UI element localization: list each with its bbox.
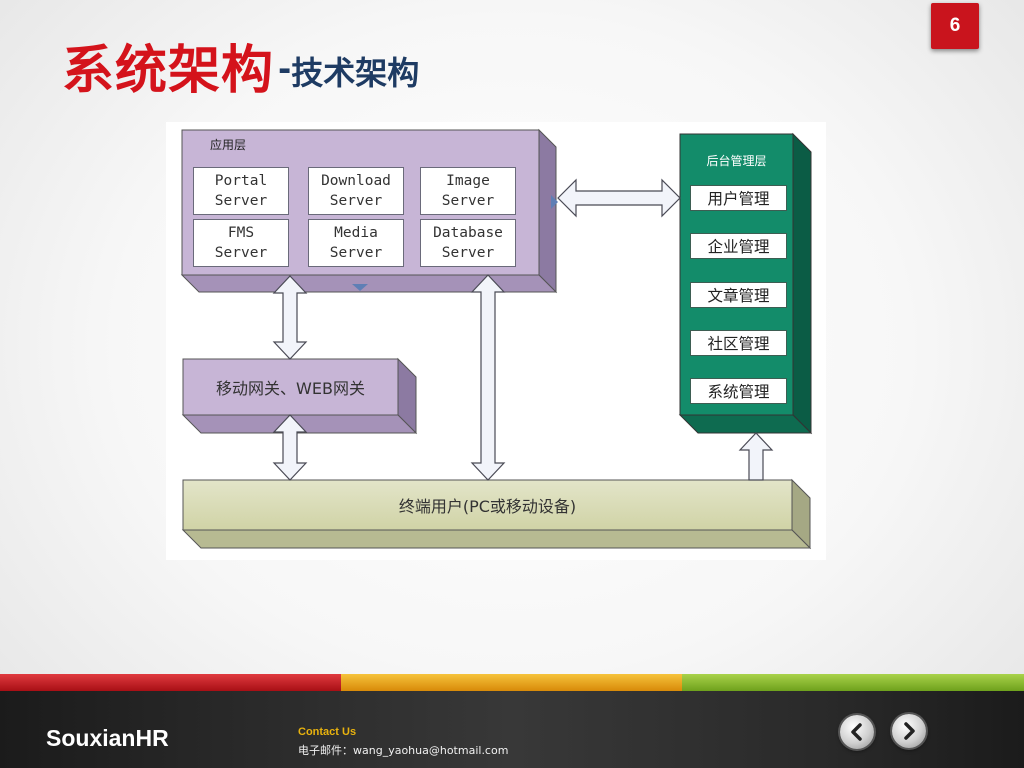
gateway-box <box>181 357 418 435</box>
server-line2: Server <box>329 245 383 261</box>
terminal-label: 终端用户(PC或移动设备) <box>398 497 577 516</box>
server-line1: Portal <box>214 173 268 189</box>
page-number-badge: 6 <box>931 3 979 49</box>
app-layer-label: 应用层 <box>210 138 247 152</box>
server-line2: Server <box>214 245 268 261</box>
stripe-orange <box>341 674 682 691</box>
arrow-app-gateway <box>272 275 308 360</box>
prev-slide-button[interactable] <box>840 715 874 749</box>
next-slide-button[interactable] <box>892 714 926 748</box>
server-line1: Media <box>334 225 378 241</box>
server-line1: Database <box>433 225 503 241</box>
server-portal: Portal Server <box>193 167 289 215</box>
arrow-app-backend <box>557 178 681 218</box>
mgmt-item-article: 文章管理 <box>690 282 787 308</box>
brand-name: SouxianHR <box>46 725 169 751</box>
server-database: Database Server <box>420 219 516 267</box>
title-sub: 技术架构 <box>291 54 420 92</box>
arrow-terminal-backend <box>738 432 774 481</box>
chevron-right-icon <box>904 722 915 740</box>
server-media: Media Server <box>308 219 404 267</box>
backend-items: 用户管理 企业管理 文章管理 社区管理 系统管理 <box>680 122 793 422</box>
footer-bar: SouxianHR Contact Us 电子邮件：wang_yaohua@ho… <box>0 674 1024 768</box>
title-main: 系统架构 <box>62 41 275 101</box>
server-line2: Server <box>441 193 495 209</box>
server-download: Download Server <box>308 167 404 215</box>
arrow-gateway-terminal <box>272 414 308 481</box>
arrow-app-terminal <box>470 274 506 481</box>
mgmt-item-system: 系统管理 <box>690 378 787 404</box>
gateway-label: 移动网关、WEB网关 <box>216 379 365 398</box>
contact-title: Contact Us <box>298 726 357 738</box>
backend-label: 后台管理层 <box>706 154 767 168</box>
server-line1: FMS <box>227 225 255 241</box>
server-fms: FMS Server <box>193 219 289 267</box>
architecture-diagram: 应用层 Portal Server Download Server Image … <box>166 122 826 560</box>
backend-box <box>678 132 813 435</box>
mgmt-item-user: 用户管理 <box>690 185 787 211</box>
mgmt-item-enterprise: 企业管理 <box>690 233 787 259</box>
server-line2: Server <box>214 193 268 209</box>
server-line2: Server <box>329 193 383 209</box>
mgmt-item-community: 社区管理 <box>690 330 787 356</box>
server-line1: Image <box>446 173 490 189</box>
contact-email: 电子邮件：wang_yaohua@hotmail.com <box>298 744 509 757</box>
title-separator: - <box>278 50 292 88</box>
chevron-left-icon <box>851 723 862 741</box>
page-number: 6 <box>949 15 961 36</box>
slide-title: 系统架构-技术架构 <box>62 28 419 103</box>
stripe-green <box>682 674 1024 691</box>
server-line2: Server <box>441 245 495 261</box>
server-image: Image Server <box>420 167 516 215</box>
server-line1: Download <box>321 173 391 189</box>
diagram-shapes <box>180 128 813 550</box>
stripe-red <box>0 674 341 691</box>
terminal-box <box>181 478 812 550</box>
